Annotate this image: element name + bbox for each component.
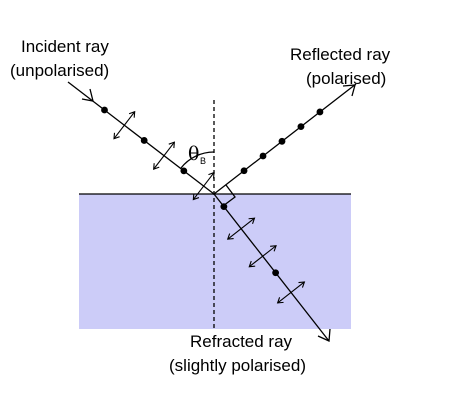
reflected-perpendicular-dot (259, 152, 267, 160)
reflected-perpendicular-dot (316, 108, 324, 116)
brewster-angle-arc (180, 151, 215, 169)
refracted-ray (213, 193, 330, 342)
reflected-perpendicular-dot (278, 137, 286, 145)
incident-ray-arrowhead (81, 88, 94, 102)
incident-inplane-arrow (192, 171, 215, 201)
refracted-inplane-arrow (226, 217, 256, 240)
angle-symbol-label: θ (188, 143, 199, 165)
angle-subscript-label: B (200, 156, 206, 166)
refracted-perpendicular-dot (220, 203, 228, 211)
reflected-ray-label: Reflected ray (290, 45, 391, 64)
right-angle-marker (222, 184, 236, 207)
refracted-inplane-arrow (248, 245, 277, 268)
polarisation-marks (101, 106, 324, 304)
reflected-perpendicular-dot (297, 123, 305, 131)
refracted-ray-arrowhead (317, 328, 331, 342)
reflected-ray-arrowhead (342, 84, 356, 97)
incident-ray-label: Incident ray (21, 37, 109, 56)
refracted-ray-label: Refracted ray (190, 332, 293, 351)
reflected-ray (213, 83, 357, 195)
refracted-inplane-arrow (276, 281, 306, 304)
incident-ray-sublabel: (unpolarised) (10, 61, 109, 80)
medium-region (79, 194, 351, 329)
incident-inplane-arrow (113, 110, 136, 140)
incident-perpendicular-dot (180, 167, 188, 175)
reflected-perpendicular-dot (240, 167, 248, 175)
incident-ray (67, 81, 215, 195)
refracted-ray-sublabel: (slightly polarised) (169, 356, 306, 375)
incident-perpendicular-dot (101, 106, 108, 114)
incident-perpendicular-dot (140, 137, 148, 144)
reflected-ray-sublabel: (polarised) (306, 69, 386, 88)
incident-inplane-arrow (153, 141, 175, 170)
refracted-perpendicular-dot (272, 269, 280, 277)
